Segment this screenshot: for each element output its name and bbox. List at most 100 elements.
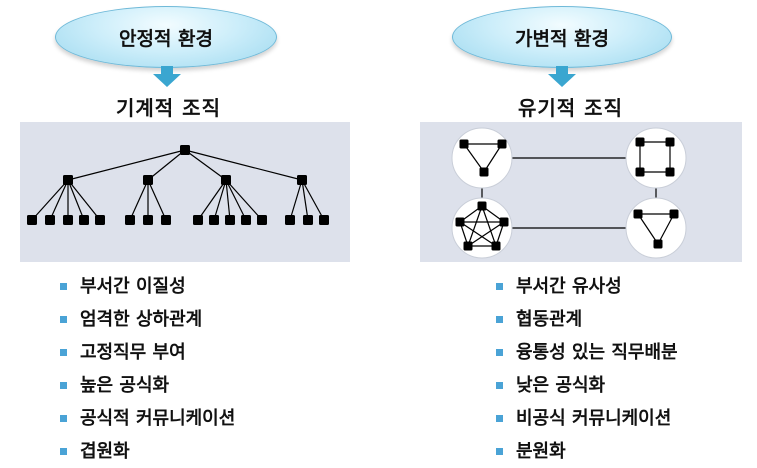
connector-line — [184, 149, 303, 181]
mechanistic-column: 안정적 환경 기계적 조직 부서간 이질성 엄격한 상하관계 고정직무 부여 높… — [20, 0, 360, 463]
list-item-label: 높은 공식화 — [80, 375, 170, 396]
list-item: 비공식 커뮤니케이션 — [496, 402, 678, 435]
mechanistic-traits-list: 부서간 이질성 엄격한 상하관계 고정직무 부여 높은 공식화 공식적 커뮤니케… — [60, 270, 235, 468]
org-node — [225, 215, 235, 225]
org-node — [297, 175, 307, 185]
org-node — [125, 215, 135, 225]
org-node — [221, 175, 231, 185]
connector-line — [67, 179, 101, 221]
connector-line — [225, 179, 231, 221]
organic-org-title: 유기적 조직 — [518, 96, 623, 120]
network-diagram-panel — [420, 122, 742, 262]
list-item: 겹원화 — [60, 435, 235, 468]
bullet-square-icon — [496, 316, 503, 323]
list-item: 부서간 유사성 — [496, 270, 678, 303]
connector-line — [463, 143, 485, 173]
cluster-circle — [451, 127, 513, 189]
variable-environment-oval: 가변적 환경 — [452, 6, 672, 68]
list-item: 고정직무 부여 — [60, 336, 235, 369]
connector-line — [481, 205, 497, 247]
connector-line — [301, 179, 309, 221]
list-item-label: 겹원화 — [80, 441, 130, 462]
org-node — [45, 215, 55, 225]
list-item-label: 비공식 커뮤니케이션 — [516, 408, 672, 429]
bullet-square-icon — [496, 382, 503, 389]
connector-line — [67, 179, 85, 221]
org-node — [63, 215, 73, 225]
connector-line — [467, 205, 483, 247]
org-node — [653, 239, 663, 249]
list-item: 공식적 커뮤니케이션 — [60, 402, 235, 435]
connector-line — [49, 179, 69, 221]
organic-traits-list: 부서간 유사성 협동관계 융통성 있는 직무배분 낮은 공식화 비공식 커뮤니케… — [496, 270, 678, 468]
org-node — [193, 215, 203, 225]
connector-line — [637, 213, 659, 245]
connector-line — [147, 179, 167, 221]
org-node — [161, 215, 171, 225]
connector-line — [184, 149, 227, 181]
list-item-label: 낮은 공식화 — [516, 375, 606, 396]
cluster-circle — [625, 197, 687, 259]
bullet-square-icon — [60, 349, 67, 356]
list-item-label: 엄격한 상하관계 — [80, 309, 203, 330]
list-item: 낮은 공식화 — [496, 369, 678, 402]
org-node — [497, 139, 507, 149]
down-arrow-icon — [153, 66, 181, 87]
connector-line — [129, 179, 149, 221]
list-item-label: 융통성 있는 직무배분 — [516, 342, 678, 363]
connector-line — [213, 179, 227, 221]
bullet-square-icon — [60, 316, 67, 323]
connector-line — [31, 179, 69, 221]
down-arrow-icon — [548, 66, 576, 87]
network-diagram — [451, 127, 687, 259]
connector-line — [301, 179, 325, 221]
org-node — [477, 201, 487, 211]
bullet-square-icon — [60, 382, 67, 389]
org-node — [499, 217, 509, 227]
connector-line — [467, 221, 505, 247]
list-item: 융통성 있는 직무배분 — [496, 336, 678, 369]
bullet-square-icon — [496, 349, 503, 356]
org-node — [491, 241, 501, 251]
mechanistic-org-title: 기계적 조직 — [116, 96, 221, 120]
list-item: 협동관계 — [496, 303, 678, 336]
org-node — [635, 167, 645, 177]
org-node — [319, 215, 329, 225]
org-node — [95, 215, 105, 225]
hierarchy-diagram-panel — [20, 122, 350, 262]
connector-line — [459, 221, 497, 247]
bullet-square-icon — [496, 415, 503, 422]
list-item: 분원화 — [496, 435, 678, 468]
org-node — [257, 215, 267, 225]
connector-line — [225, 179, 247, 221]
org-node — [665, 137, 675, 147]
list-item: 엄격한 상하관계 — [60, 303, 235, 336]
bullet-square-icon — [60, 448, 67, 455]
org-node — [669, 209, 679, 219]
list-item-label: 분원화 — [516, 441, 566, 462]
org-node — [285, 215, 295, 225]
connector-line — [67, 149, 186, 181]
org-node — [209, 215, 219, 225]
list-item: 높은 공식화 — [60, 369, 235, 402]
org-node — [180, 145, 190, 155]
org-node — [635, 137, 645, 147]
org-node — [241, 215, 251, 225]
org-node — [463, 241, 473, 251]
list-item: 부서간 이질성 — [60, 270, 235, 303]
list-item-label: 부서간 이질성 — [80, 276, 186, 297]
list-item-label: 고정직무 부여 — [80, 342, 186, 363]
stable-environment-oval: 안정적 환경 — [55, 6, 277, 68]
connector-line — [289, 179, 303, 221]
variable-environment-label: 가변적 환경 — [514, 27, 609, 50]
connector-line — [483, 143, 503, 173]
list-item-label: 부서간 유사성 — [516, 276, 622, 297]
list-item-label: 공식적 커뮤니케이션 — [80, 408, 236, 429]
hierarchy-tree-diagram — [27, 145, 329, 225]
cluster-circle — [625, 127, 687, 189]
organic-column: 가변적 환경 유기적 조직 부서간 유사성 협동관계 융통성 있는 직무배분 낮… — [418, 0, 757, 463]
org-node — [63, 175, 73, 185]
org-node — [303, 215, 313, 225]
bullet-square-icon — [60, 283, 67, 290]
connector-line — [657, 213, 675, 245]
